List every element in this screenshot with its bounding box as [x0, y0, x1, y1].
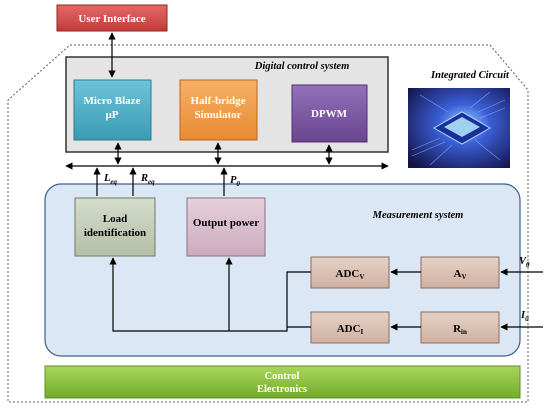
- micro-blaze-sublabel: µP: [105, 109, 118, 121]
- half-bridge-sublabel: Simulator: [194, 109, 241, 121]
- leq-label: Leq: [103, 173, 118, 186]
- measurement-system-panel: [44, 183, 521, 357]
- output-power-label: Output power: [193, 217, 259, 229]
- measurement-system-title: Measurement system: [372, 210, 464, 221]
- p0-label: P0: [230, 175, 240, 188]
- half-bridge-label: Half-bridge: [191, 95, 246, 107]
- user-interface-box: [56, 4, 168, 32]
- av-label: AV: [453, 268, 466, 281]
- dpwm-box: [291, 84, 368, 143]
- output-power-box: [186, 197, 266, 257]
- rin-box: [420, 311, 500, 344]
- chip-image: [408, 88, 510, 168]
- integrated-circuit-label: Integrated Circuit: [430, 70, 510, 81]
- v0-label: V0: [519, 256, 530, 269]
- adcv-to-load-id-line: [109, 257, 311, 332]
- i0-label: I0: [520, 310, 529, 323]
- digital-control-title: Digital control system: [254, 61, 350, 72]
- load-identification-label: Load: [103, 213, 127, 225]
- integrated-circuit-outline: [7, 44, 529, 403]
- control-electronics-sublabel: Electronics: [257, 384, 307, 395]
- user-interface-label: User Interface: [78, 13, 145, 25]
- adc-v-box: [310, 256, 390, 289]
- control-electronics-box: [44, 365, 521, 399]
- micro-blaze-label: Micro Blaze: [84, 95, 141, 107]
- control-electronics-label: Control: [265, 371, 300, 382]
- micro-blaze-box: [73, 79, 152, 141]
- adc-i-label: ADCI: [337, 323, 364, 336]
- adc-i-box: [310, 311, 390, 344]
- adc-v-label: ADCV: [336, 268, 365, 281]
- dpwm-label: DPWM: [311, 108, 348, 120]
- load-identification-box: [74, 197, 156, 257]
- rin-label: Rin: [453, 323, 467, 336]
- load-identification-sublabel: identification: [84, 227, 146, 239]
- req-label: Req: [140, 173, 155, 186]
- half-bridge-simulator-box: [179, 79, 258, 141]
